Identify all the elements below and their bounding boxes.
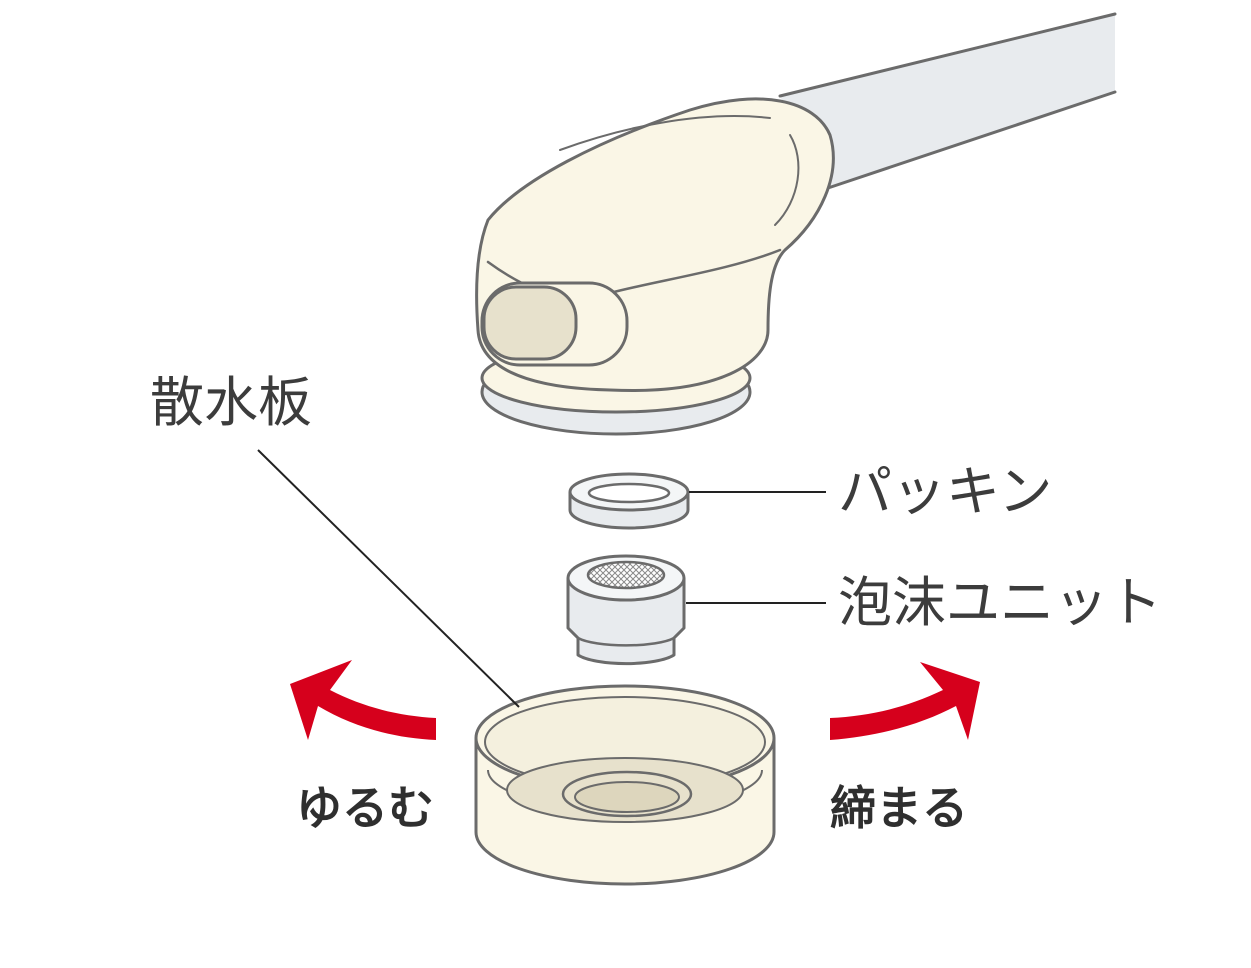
shower-head: [475, 97, 835, 436]
leader-spray-plate: [257, 449, 520, 708]
leader-lines: [257, 449, 826, 708]
tighten-label: 締まる: [830, 781, 968, 835]
packing-label: パッキン: [838, 460, 1053, 523]
shower-hose: [778, 12, 1117, 190]
packing-ring: [568, 472, 690, 530]
loosen-arrow-icon: [290, 660, 436, 740]
foam-unit-label: 泡沫ユニット: [838, 571, 1162, 634]
spray-plate-label: 散水板: [150, 371, 312, 434]
spray-plate: [474, 684, 776, 886]
tighten-arrow-icon: [830, 662, 980, 740]
loosen-label: ゆるむ: [296, 781, 434, 835]
foam-unit: [566, 554, 686, 666]
